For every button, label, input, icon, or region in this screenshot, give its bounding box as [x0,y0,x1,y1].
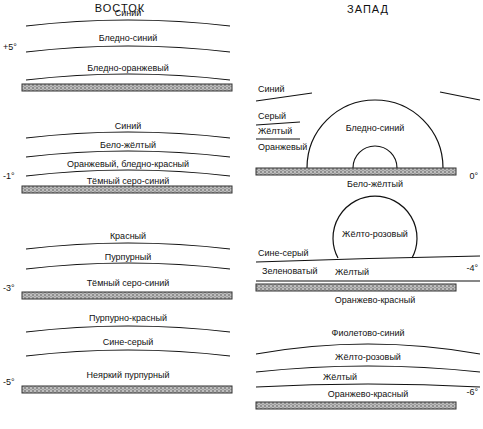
sky-color-label: -4° [466,264,478,273]
sky-color-label: Фиолетово-синий [332,329,405,338]
sky-color-label: Бледно-оранжевый [87,64,168,73]
sky-color-label: Тёмный серо-синий [87,279,170,288]
sky-color-label: Жёлтый [323,373,357,382]
sky-color-label: Бело-жёлтый [100,141,156,150]
sky-color-label: Жёлтый [335,268,369,277]
sky-color-label: Сине-серый [258,249,309,258]
sky-color-label: Оранжево-красный [328,390,409,399]
sky-color-label: Бледно-синий [99,34,158,43]
sky-color-label: Жёлтый [258,127,292,136]
sky-color-label: Оранжево-красный [335,296,416,305]
sky-color-label: -3° [3,284,15,293]
sky-color-label: Пурпурно-красный [89,314,167,323]
sky-color-label: -1° [3,172,15,181]
sky-color-label: Красный [110,232,146,241]
sky-color-label: Бело-жёлтый [347,180,403,189]
sky-color-label: Неяркий пурпурный [87,371,170,380]
sky-color-label: 0° [469,172,478,181]
sky-color-label: Синий [115,9,142,18]
sky-color-label: Серый [258,112,286,121]
sky-color-label: Сине-серый [103,338,154,347]
sky-color-label: Синий [258,85,285,94]
sky-color-label: Жёлто-розовый [335,353,401,362]
sky-color-label: Оранжевый [258,143,307,152]
sky-color-label: Оранжевый, бледно-красный [67,160,189,169]
sky-color-label: Синий [115,122,142,131]
sky-color-label: Пурпурный [105,253,152,262]
column-heading: ЗАПАД [347,4,389,15]
sky-color-label: Зеленоватый [262,267,317,276]
sky-color-label: Бледно-синий [346,124,405,133]
sky-color-label: +5° [3,43,17,52]
sky-color-label: Тёмный серо-синий [87,177,170,186]
sky-color-label: -5° [3,378,15,387]
sky-color-label: Жёлто-розовый [342,230,408,239]
sky-color-label: -6° [466,388,478,397]
